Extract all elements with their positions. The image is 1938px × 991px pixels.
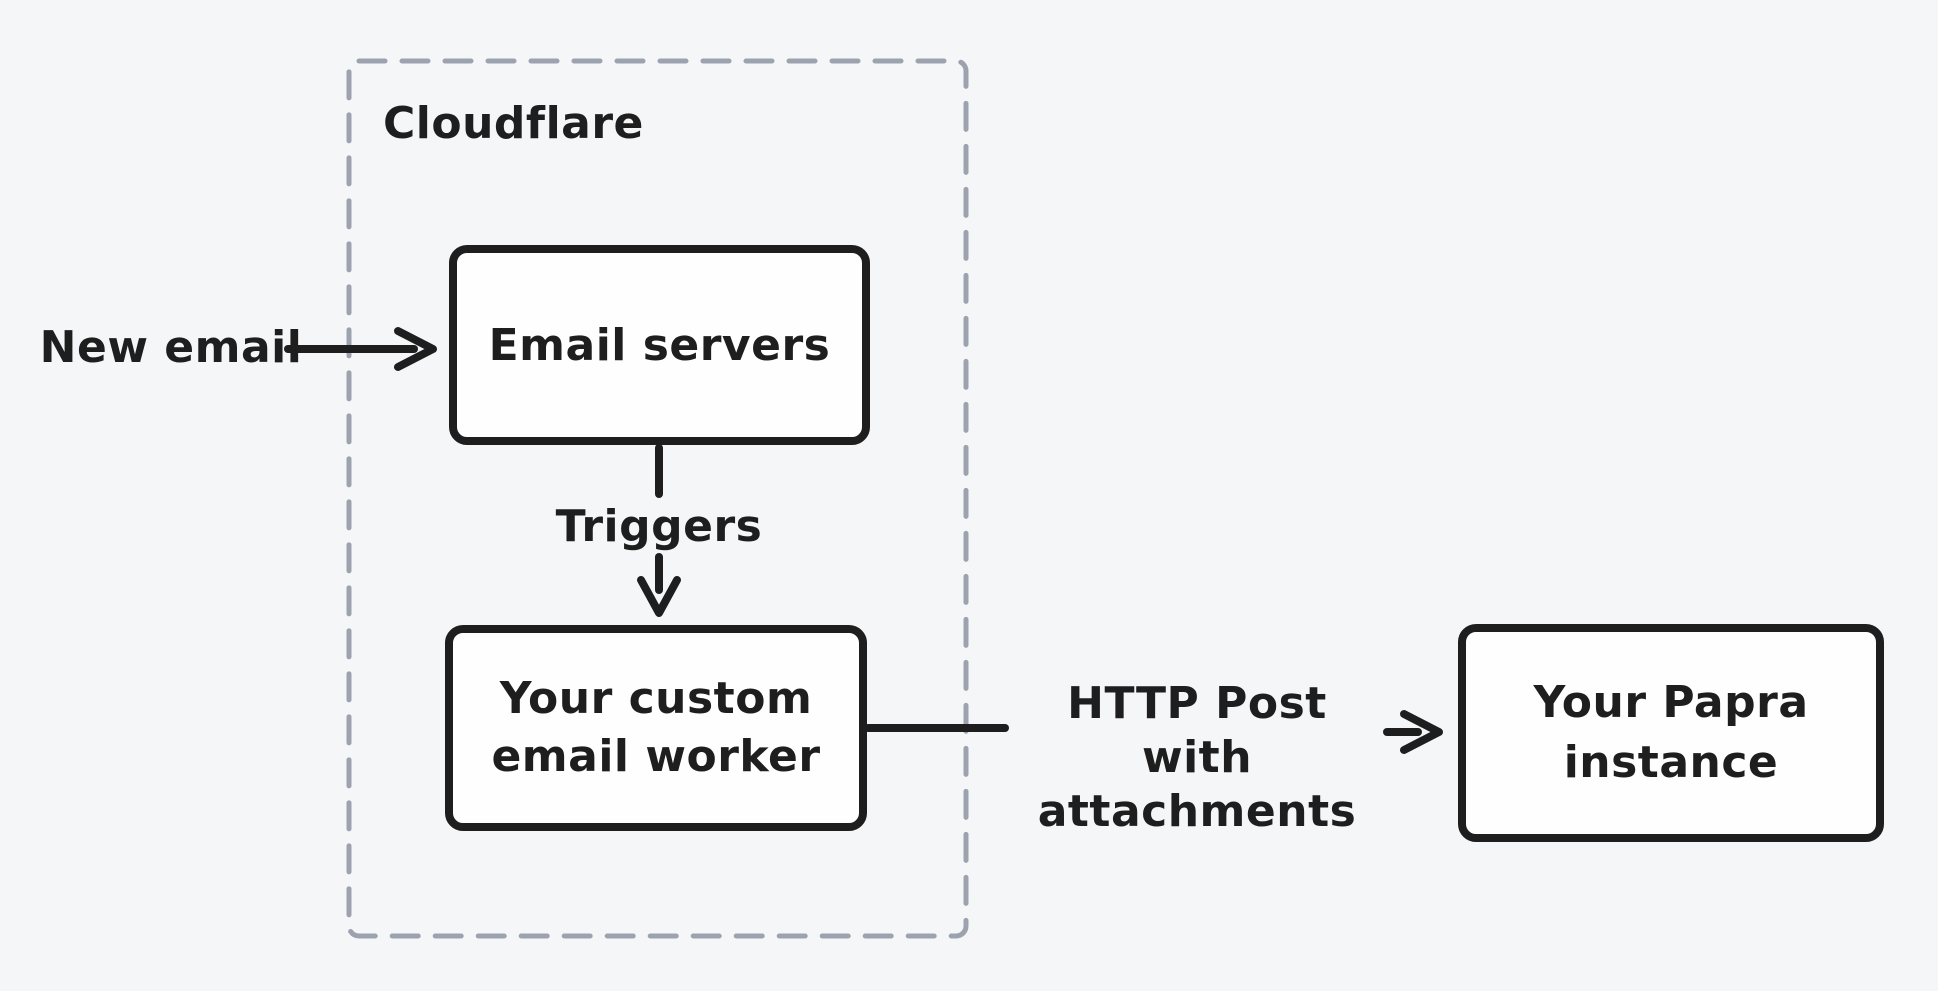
edge-label-http-post-line2: with attachments <box>1037 732 1357 837</box>
node-papra-label-line2: instance <box>1563 737 1779 788</box>
node-email-servers-label: Email servers <box>488 319 831 371</box>
new-email-arrow <box>284 327 437 371</box>
arrowhead-right-icon <box>1400 710 1443 754</box>
http-post-arrow <box>864 710 1443 754</box>
node-email-worker-label-line1: Your custom <box>499 673 813 724</box>
node-email-servers: Email servers <box>449 245 870 445</box>
edge-label-http-post: HTTP Post with attachments <box>987 677 1407 839</box>
node-email-worker-label-line2: email worker <box>491 731 821 782</box>
group-label-cloudflare: Cloudflare <box>383 98 644 149</box>
edge-label-new-email: New email <box>39 322 303 373</box>
node-email-worker: Your custom email worker <box>445 625 867 831</box>
node-papra-label-line1: Your Papra <box>1533 677 1809 728</box>
cloudflare-group-border <box>346 58 969 939</box>
arrowhead-down-icon <box>637 576 681 617</box>
edge-label-http-post-line1: HTTP Post <box>1067 678 1327 729</box>
triggers-arrow <box>637 553 681 617</box>
node-papra-instance: Your Papra instance <box>1458 624 1884 842</box>
arrowhead-right-icon <box>394 327 437 371</box>
edge-label-triggers: Triggers <box>555 501 763 552</box>
